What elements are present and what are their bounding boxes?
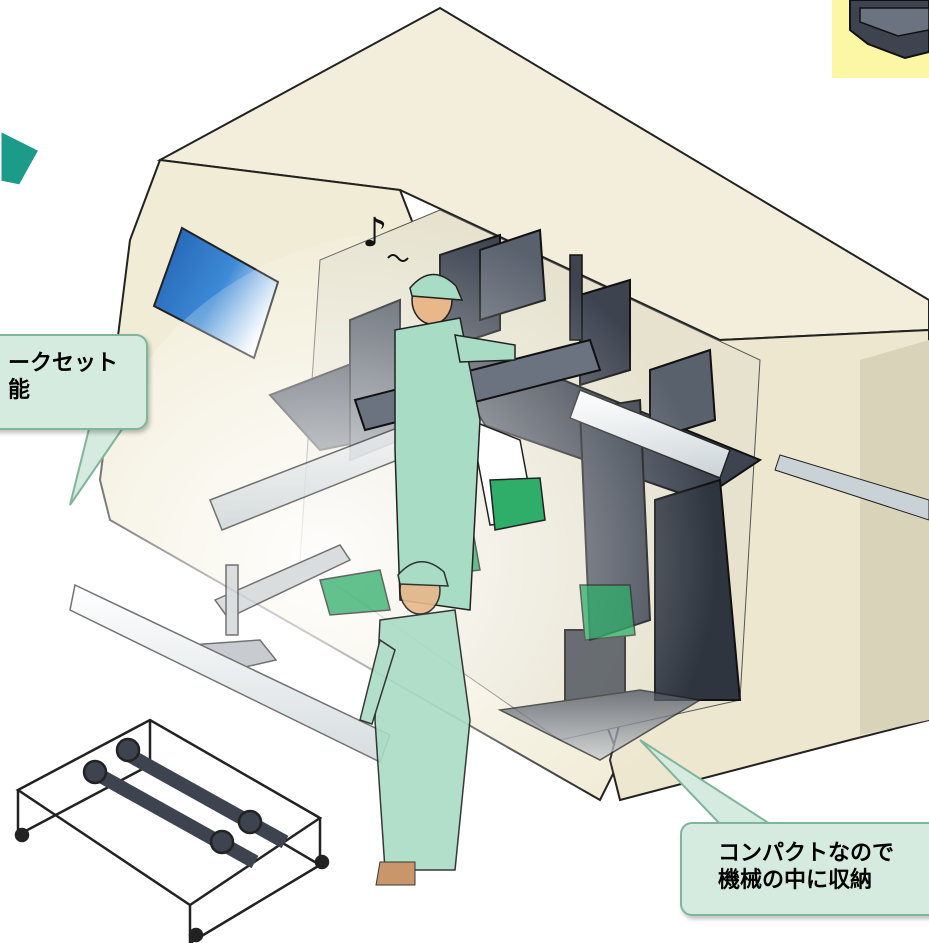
music-note-icon: ♪ [362,210,388,256]
arrow-icon [0,128,43,188]
callout-compact-storage: コンパクトなので 機械の中に収納 [680,822,929,916]
top-right-panel [832,0,929,78]
callout-work-set: ークセット 能 [0,334,148,430]
worker-operating [394,273,516,611]
music-note-squiggle [387,254,409,262]
robot-arm-ghost [69,399,703,764]
worker-front [359,561,471,886]
roll-cart [14,718,330,943]
